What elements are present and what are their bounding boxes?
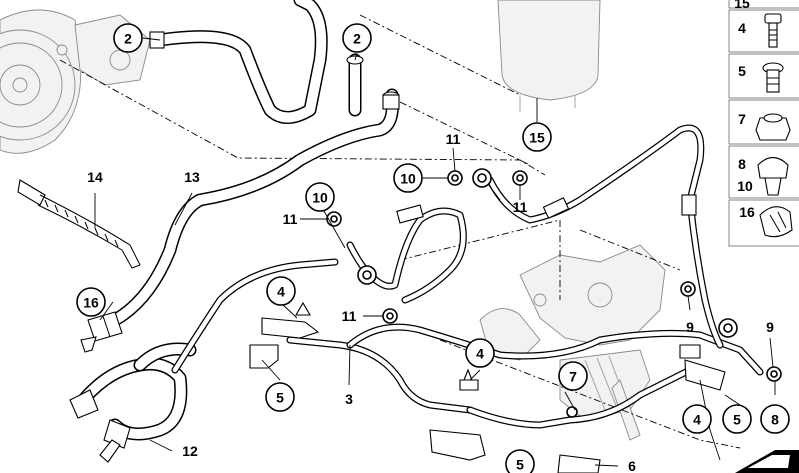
legend-number-7: 7	[738, 111, 746, 127]
callout-number: 2	[124, 31, 132, 47]
legend-cell-15	[728, 0, 799, 9]
hose-u-center	[346, 204, 467, 304]
callout-number: 10	[400, 171, 416, 187]
legend-number-15: 15	[734, 0, 750, 11]
callout-circle	[305, 182, 335, 212]
reference-lines	[59, 14, 741, 449]
part-label-11: 11	[446, 131, 461, 147]
legend-cell-5	[728, 53, 799, 99]
callout-circle	[76, 287, 106, 317]
callout-4: 4	[465, 338, 495, 368]
legend-number-5: 5	[738, 63, 746, 79]
callout-10: 10	[393, 163, 423, 193]
legend-number-16: 16	[739, 204, 755, 220]
callout-number: 2	[353, 31, 361, 47]
hose-stub-2	[346, 53, 364, 117]
callout-circle	[760, 404, 790, 434]
legend-label-group: 15 4 5 7 8 10 16	[734, 0, 755, 220]
callout-number: 4	[693, 412, 701, 428]
part-label-6: 6	[628, 458, 636, 473]
banjo-fitting-top	[472, 168, 501, 201]
callout-circle	[465, 338, 495, 368]
clip-icon	[759, 206, 793, 238]
part-label-14: 14	[87, 169, 103, 185]
callout-16: 16	[76, 287, 106, 317]
callout-number: 5	[276, 390, 284, 406]
callout-15: 15	[522, 122, 552, 152]
pressure-line-3	[171, 258, 764, 429]
pump-pulley-drawing	[0, 9, 151, 154]
callout-number: 7	[569, 369, 577, 385]
callout-10: 10	[305, 182, 335, 212]
part-label-11: 11	[342, 308, 357, 324]
hose-13	[108, 88, 400, 327]
seal-rings	[326, 170, 782, 382]
callout-5: 5	[265, 382, 295, 412]
callout-2: 2	[113, 23, 143, 53]
part-label-3: 3	[345, 391, 353, 407]
stud-icon	[762, 62, 784, 93]
legend-number-8: 8	[738, 156, 746, 172]
legend-number-4: 4	[738, 20, 746, 36]
part-label-13: 13	[184, 169, 200, 185]
leader-lines	[94, 37, 776, 467]
bracket-right	[679, 344, 726, 391]
legend-cell-4	[728, 9, 799, 53]
callout-number: 4	[476, 346, 484, 362]
callout-number: 15	[529, 130, 545, 146]
legend-number-10: 10	[737, 178, 753, 194]
part-label-11: 11	[513, 199, 528, 215]
callout-8: 8	[760, 404, 790, 434]
callout-circle	[522, 122, 552, 152]
callout-circle	[558, 361, 588, 391]
return-line-right	[486, 124, 724, 349]
callout-circle	[505, 449, 535, 473]
hose-12	[69, 342, 197, 463]
callout-4: 4	[266, 276, 296, 306]
nut-icon	[755, 113, 791, 141]
callout-circle	[265, 382, 295, 412]
callout-circle	[342, 23, 372, 53]
part-label-11: 11	[283, 211, 298, 227]
hose-2-top-left	[149, 0, 328, 124]
callout-number: 5	[733, 412, 741, 428]
part-label-12: 12	[182, 443, 198, 459]
callout-2: 2	[342, 23, 372, 53]
part-label-9: 9	[766, 319, 774, 335]
callout-5: 5	[505, 449, 535, 473]
parts-legend	[728, 0, 799, 473]
quick-connector-16	[80, 311, 123, 353]
cable-tie-14	[17, 179, 141, 269]
callout-7: 7	[558, 361, 588, 391]
bracket-center	[429, 368, 486, 461]
callout-group: 2 2 15 10 10 16 4 5 4 7 4 5 8 5	[76, 23, 790, 473]
callout-number: 10	[312, 190, 328, 206]
callout-5: 5	[722, 404, 752, 434]
callout-4: 4	[682, 404, 712, 434]
callout-number: 16	[83, 295, 99, 311]
bracket-left	[249, 301, 320, 369]
cap-icon	[757, 156, 789, 196]
callout-circle	[722, 404, 752, 434]
label-group: 11 11 11 11 14 13 3 12 9 9 6	[87, 131, 774, 473]
corner-marker-icon	[735, 450, 799, 473]
callout-number: 8	[771, 412, 779, 428]
callout-number: 5	[516, 457, 524, 473]
bolt-icon	[764, 13, 782, 48]
callout-circle	[266, 276, 296, 306]
callout-circle	[113, 23, 143, 53]
callout-circle	[682, 404, 712, 434]
reservoir-drawing	[497, 0, 601, 112]
callout-number: 4	[277, 284, 285, 300]
callout-circle	[393, 163, 423, 193]
part-label-9: 9	[686, 319, 694, 335]
